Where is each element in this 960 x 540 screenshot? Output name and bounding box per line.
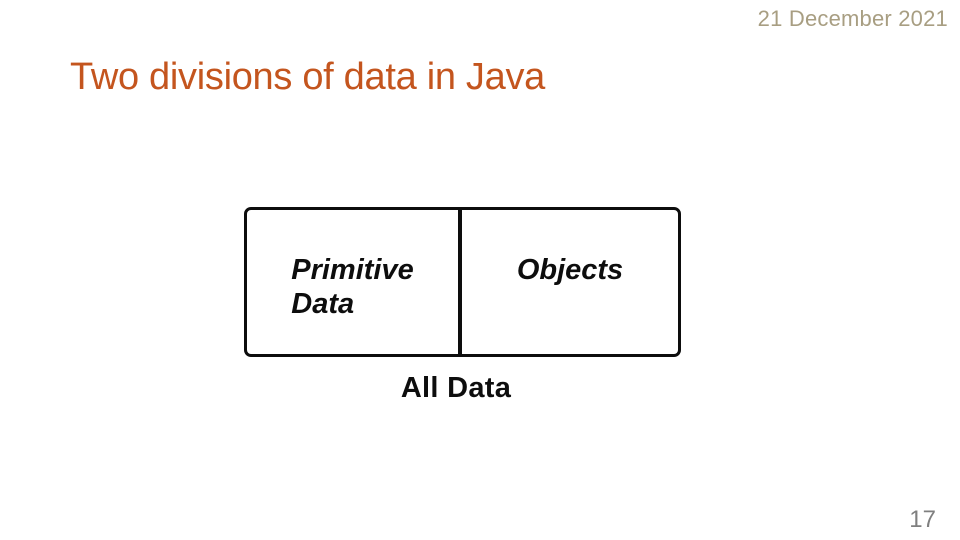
slide-title: Two divisions of data in Java bbox=[70, 56, 546, 98]
objects-label: Objects bbox=[516, 254, 624, 286]
objects-cell: Objects bbox=[462, 210, 678, 354]
primitive-data-line1: Primitive bbox=[291, 254, 414, 286]
all-data-caption: All Data bbox=[400, 372, 512, 404]
cell-divider-line bbox=[458, 210, 462, 354]
page-number: 17 bbox=[909, 506, 936, 533]
primitive-data-line2: Data bbox=[291, 288, 355, 320]
slide-date: 21 December 2021 bbox=[757, 6, 948, 31]
